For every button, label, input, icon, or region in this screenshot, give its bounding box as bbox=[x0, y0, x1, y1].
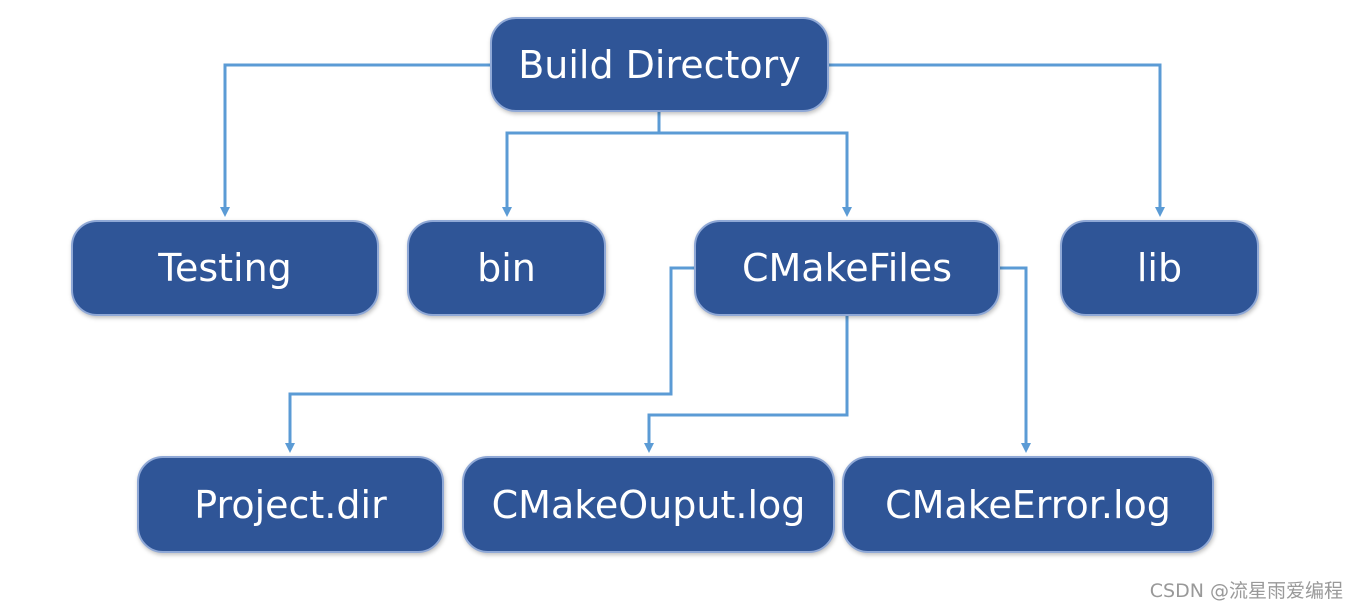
node-lib: lib bbox=[1060, 220, 1259, 316]
connector-build-to-cmakefiles bbox=[657, 112, 852, 217]
node-bin: bin bbox=[407, 220, 606, 316]
connector-cmakefiles-to-project-dir bbox=[285, 266, 694, 453]
node-testing: Testing bbox=[71, 220, 379, 316]
connector-cmakefiles-to-cmakeerror-log bbox=[1000, 266, 1031, 453]
node-build-directory: Build Directory bbox=[490, 17, 829, 112]
connector-build-to-testing bbox=[220, 63, 490, 217]
watermark: CSDN @流星雨爱编程 bbox=[1149, 580, 1343, 602]
node-cmakeerror-log: CMakeError.log bbox=[842, 456, 1214, 553]
node-project-dir: Project.dir bbox=[137, 456, 444, 553]
node-cmakefiles: CMakeFiles bbox=[694, 220, 1000, 316]
connector-build-to-bin bbox=[502, 112, 661, 217]
node-cmakeouput-log: CMakeOuput.log bbox=[462, 456, 835, 553]
connector-cmakefiles-to-cmakeouput-log bbox=[644, 315, 849, 453]
connector-build-to-lib bbox=[829, 63, 1165, 217]
